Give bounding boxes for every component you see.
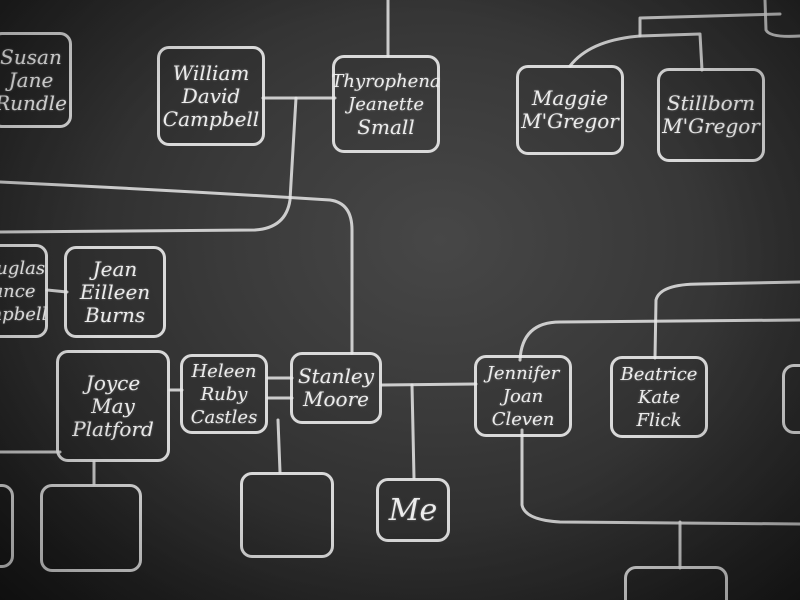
person-william: William David Campbell [157, 46, 265, 146]
name-line: Stillborn [666, 91, 756, 115]
person-me: Me [376, 478, 450, 542]
name-line: Me [388, 492, 438, 528]
name-line: Moore [303, 387, 369, 411]
name-line: William [172, 60, 250, 85]
name-line: Thyrophena [331, 70, 441, 92]
person-joyce: Joyce May Platford [56, 350, 170, 462]
name-line: May [91, 393, 135, 418]
name-line: Joyce [85, 370, 141, 395]
name-line: Jennifer [486, 362, 560, 384]
name-line: Douglas [0, 257, 46, 279]
person-beatrice: Beatrice Kate Flick [610, 356, 708, 438]
empty-box-bottom-right [624, 566, 728, 600]
name-line: Platford [72, 416, 154, 441]
person-jennifer: Jennifer Joan Cleven [474, 355, 572, 437]
name-line: Cleven [491, 408, 555, 430]
empty-box-far-right [782, 364, 800, 434]
person-heleen: Heleen Ruby Castles [180, 354, 268, 434]
name-line: Jean [92, 256, 138, 281]
person-susan: Susan Jane Rundle [0, 32, 72, 128]
person-thyrophena: Thyrophena Jeanette Small [331, 55, 441, 153]
name-line: Stanley [297, 364, 375, 388]
name-line: Campbell [162, 106, 260, 131]
empty-box-left-edge [0, 484, 14, 568]
person-douglas: Douglas Lance Campbell [0, 244, 48, 338]
name-line: Lance [0, 280, 36, 302]
person-jean: Jean Eilleen Burns [64, 246, 166, 338]
name-line: Castles [190, 406, 258, 428]
person-stillborn: Stillborn M'Gregor [657, 68, 765, 162]
name-line: Rundle [0, 90, 67, 115]
name-line: Jeanette [348, 93, 424, 115]
name-line: Heleen [191, 360, 257, 382]
name-line: Flick [636, 409, 682, 431]
name-line: Burns [84, 302, 146, 327]
name-line: Kate [637, 386, 681, 408]
person-maggie: Maggie M'Gregor [516, 65, 624, 155]
name-line: David [181, 83, 241, 108]
name-line: Ruby [200, 383, 248, 405]
name-line: M'Gregor [521, 109, 619, 133]
name-line: Joan [502, 385, 544, 407]
name-line: Jane [8, 67, 54, 92]
name-line: Eilleen [79, 279, 151, 304]
person-stanley: Stanley Moore [290, 352, 382, 424]
empty-box-joyce-child [40, 484, 142, 572]
empty-box-heleen-child [240, 472, 334, 558]
name-line: Campbell [0, 303, 48, 325]
name-line: M'Gregor [662, 114, 760, 138]
name-line: Susan [0, 44, 62, 69]
name-line: Small [357, 114, 415, 139]
name-line: Maggie [531, 86, 609, 110]
name-line: Beatrice [620, 363, 698, 385]
